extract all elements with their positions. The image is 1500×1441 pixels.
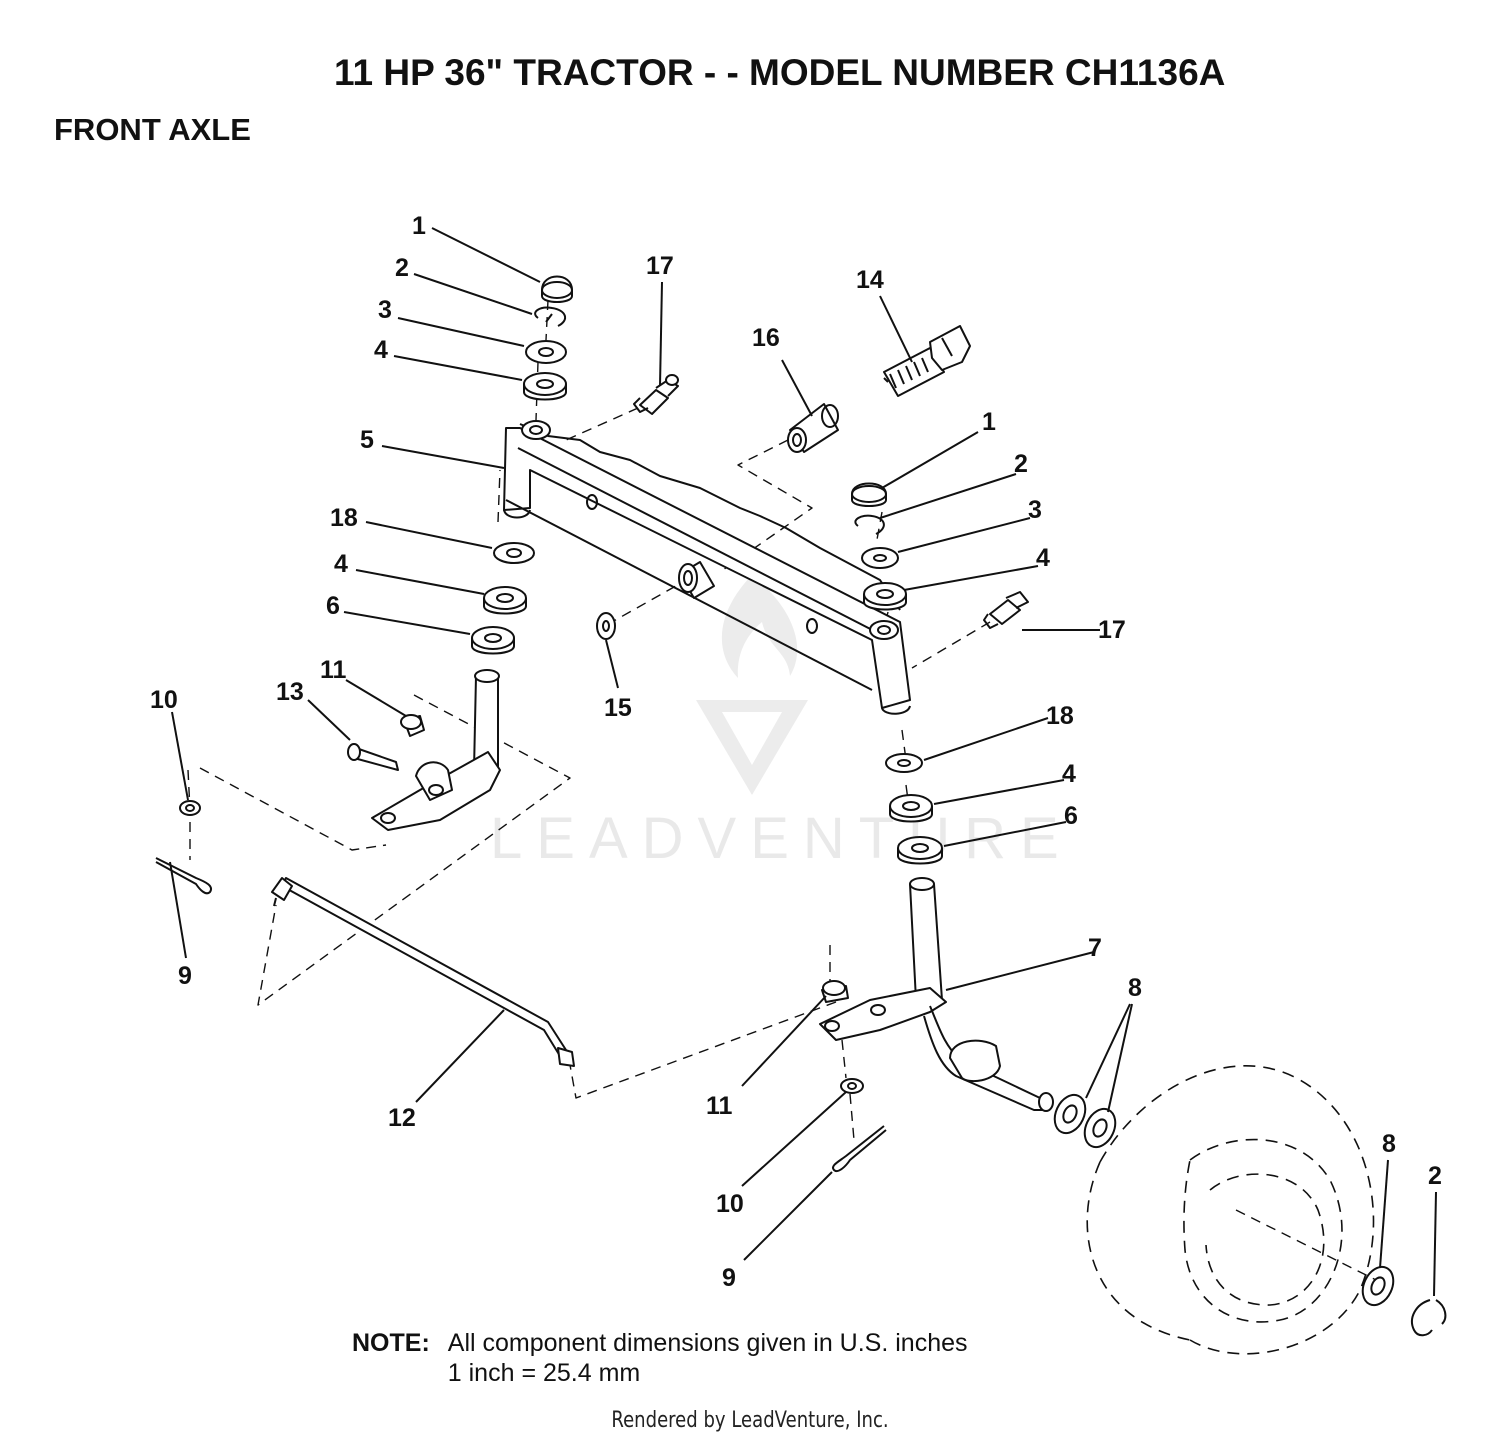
callout-label: 1 [982, 408, 996, 436]
callout-label: 4 [1062, 760, 1076, 788]
section-title: FRONT AXLE [54, 112, 251, 147]
callout-label: 17 [1098, 616, 1126, 644]
cap-stack-left [523, 275, 573, 401]
callout-label: 10 [150, 686, 178, 714]
watermark-v-icon [696, 700, 808, 795]
cap-stack-right [851, 482, 907, 611]
callout-label: 4 [374, 336, 388, 364]
callout-label: 5 [360, 426, 374, 454]
washer-stack-left [471, 542, 535, 655]
callout-label: 9 [722, 1264, 736, 1292]
callout-label: 14 [856, 266, 884, 294]
callouts: 1 2 3 4 5 18 4 6 17 16 14 1 2 3 4 17 15 … [150, 212, 1442, 1292]
callout-label: 11 [320, 656, 347, 684]
parts-drawing [155, 275, 1447, 1355]
callout-label: 16 [752, 324, 780, 352]
rendered-by-footer: Rendered by LeadVenture, Inc. [611, 1408, 889, 1433]
wheel-outline [1086, 1065, 1375, 1355]
note-label: NOTE: [352, 1329, 430, 1357]
note-line: All component dimensions given in U.S. i… [447, 1329, 968, 1357]
grease-fitting-upper [633, 374, 679, 415]
callout-label: 4 [1036, 544, 1050, 572]
spindle-left [347, 669, 501, 831]
callout-label: 6 [1064, 802, 1078, 830]
note-text: All component dimensions given in U.S. i… [448, 1328, 968, 1388]
note-line: 1 inch = 25.4 mm [447, 1359, 641, 1387]
callout-label: 15 [604, 694, 632, 722]
callout-label: 7 [1088, 934, 1102, 962]
washers-8 [1053, 1093, 1395, 1307]
callout-label: 1 [412, 212, 426, 240]
callout-label: 13 [276, 678, 304, 706]
leader-lines [169, 227, 1437, 1297]
callout-label: 2 [1428, 1162, 1442, 1190]
callout-label: 12 [388, 1104, 416, 1132]
washer-stack-right [885, 753, 943, 865]
bolt-14 [883, 325, 971, 397]
callout-label: 8 [1128, 974, 1142, 1002]
tie-rod [271, 877, 575, 1067]
callout-label: 17 [646, 252, 674, 280]
callout-label: 3 [1028, 496, 1042, 524]
callout-label: 4 [334, 550, 348, 578]
diagram-title: 11 HP 36" TRACTOR - - MODEL NUMBER CH113… [334, 52, 1226, 93]
dimensions-note: NOTE: All component dimensions given in … [352, 1328, 968, 1388]
spindle-right [819, 877, 1054, 1112]
callout-label: 11 [706, 1092, 733, 1120]
callout-label: 6 [326, 592, 340, 620]
watermark-text: LEADVENTURE [490, 806, 1073, 871]
callout-label: 10 [716, 1190, 744, 1218]
washer-15 [596, 612, 616, 640]
callout-label: 8 [1382, 1130, 1396, 1158]
watermark-flame-icon [721, 575, 798, 678]
grease-fitting-right [983, 591, 1029, 629]
callout-label: 18 [330, 504, 358, 532]
spacer-tube-16 [787, 403, 839, 453]
callout-label: 18 [1046, 702, 1074, 730]
axle-beam [503, 420, 911, 715]
watermark: LEADVENTURE [490, 575, 1073, 871]
washer-pin-right [832, 1078, 887, 1172]
callout-label: 2 [395, 254, 409, 282]
callout-label: 9 [178, 962, 192, 990]
callout-label: 2 [1014, 450, 1028, 478]
e-clip [1411, 1299, 1447, 1337]
washer-pin-left [155, 800, 212, 895]
callout-label: 3 [378, 296, 392, 324]
